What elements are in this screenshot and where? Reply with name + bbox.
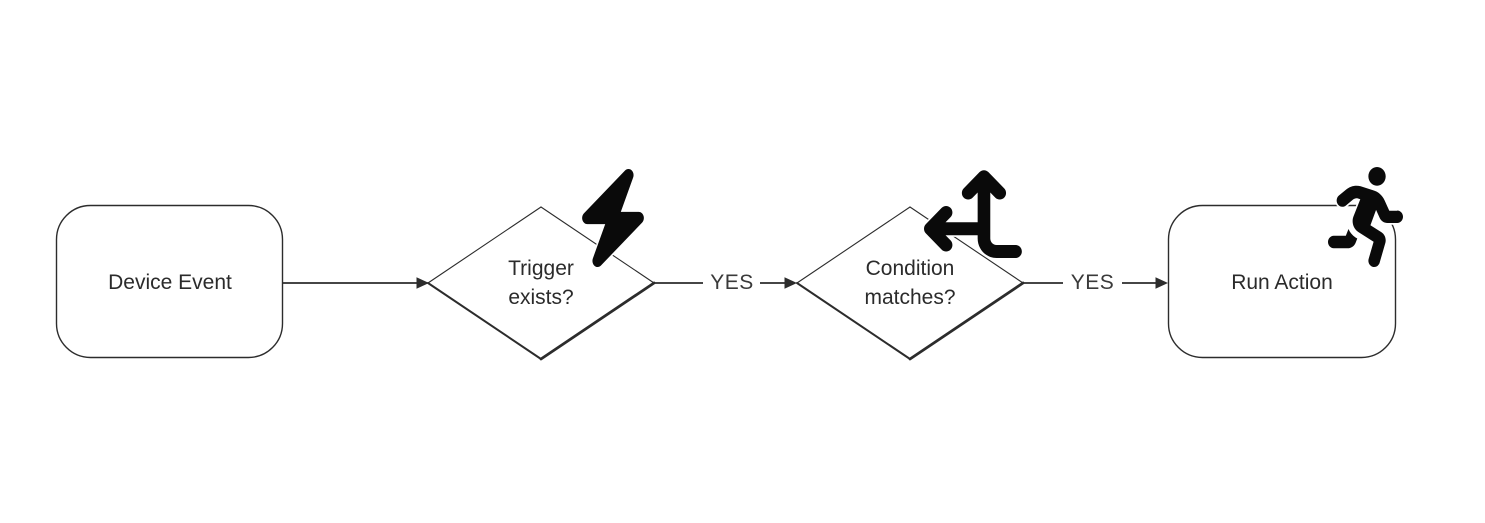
diamond-edge: [796, 282, 911, 360]
arrows-split-up-and-left-icon: [924, 168, 1024, 260]
diamond-edge: [427, 206, 542, 284]
person-running-icon: [1328, 167, 1403, 267]
rounded-rect-shape: [55, 204, 284, 359]
node-device-event-shape: [55, 204, 284, 359]
diamond-edge: [796, 206, 911, 284]
arrowhead-icon: [784, 277, 797, 289]
diamond-edge: [539, 281, 656, 361]
edge-device-to-trigger: [283, 277, 429, 289]
lightning-bolt-icon: [580, 169, 646, 267]
edge-trigger-to-condition: [654, 277, 797, 289]
edge-condition-to-run: [1023, 277, 1168, 289]
diamond-edge: [908, 281, 1025, 361]
arrowhead-icon: [1155, 277, 1168, 289]
arrowhead-icon: [416, 277, 429, 289]
diamond-edge: [427, 282, 542, 360]
